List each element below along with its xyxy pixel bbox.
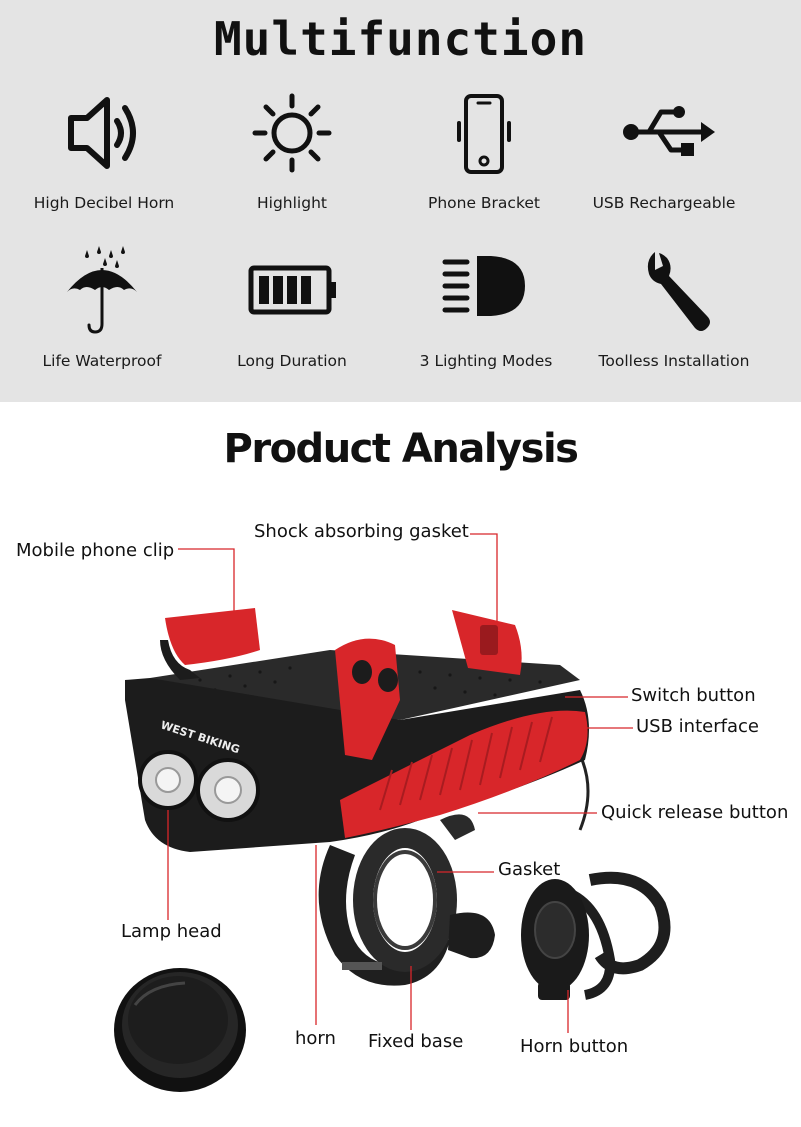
feature-label: 3 Lighting Modes <box>419 352 553 370</box>
callout-usb-interface: USB interface <box>636 716 759 737</box>
callout-mobile-phone-clip: Mobile phone clip <box>16 540 175 561</box>
callout-shock-absorbing-gasket: Shock absorbing gasket <box>254 521 469 542</box>
feature-toolless-installation: Toolless Installation <box>574 244 774 370</box>
feature-label: Phone Bracket <box>427 194 540 212</box>
horn-button-illustration <box>521 754 671 1000</box>
feature-life-waterproof: Life Waterproof <box>2 244 202 370</box>
feature-high-decibel-horn: High Decibel Horn <box>4 88 204 212</box>
feature-phone-bracket: Phone Bracket <box>384 88 584 212</box>
callout-lamp-head: Lamp head <box>121 921 222 942</box>
multifunction-title: Multifunction <box>213 12 588 66</box>
speaker-icon <box>68 97 136 169</box>
horn-disc-illustration <box>114 968 246 1092</box>
feature-3-lighting-modes: 3 Lighting Modes <box>386 244 586 370</box>
callout-fixed-base: Fixed base <box>368 1031 464 1052</box>
phone-icon <box>457 94 511 174</box>
callout-lines <box>167 533 633 1033</box>
feature-long-duration: Long Duration <box>192 244 392 370</box>
feature-label: Long Duration <box>237 352 347 370</box>
umbrella-icon <box>67 246 137 334</box>
callout-switch-button: Switch button <box>631 685 756 706</box>
headlight-icon <box>442 256 525 316</box>
wrench-icon <box>647 252 710 331</box>
fixed-base-illustration <box>318 814 495 986</box>
feature-label: Toolless Installation <box>598 352 750 370</box>
feature-highlight: Highlight <box>192 88 392 212</box>
callout-horn: horn <box>295 1028 336 1049</box>
feature-label: Highlight <box>257 194 327 212</box>
callout-horn-button: Horn button <box>520 1036 629 1057</box>
sun-icon <box>252 93 332 173</box>
product-analysis-title: Product Analysis <box>223 426 579 472</box>
usb-icon <box>623 106 715 156</box>
multifunction-panel: Multifunction High Decibel Horn Highligh… <box>0 0 801 402</box>
callout-gasket: Gasket <box>498 859 561 880</box>
feature-label: Life Waterproof <box>42 352 162 370</box>
feature-label: High Decibel Horn <box>33 194 175 212</box>
battery-icon <box>248 265 336 315</box>
callout-quick-release-button: Quick release button <box>601 802 789 823</box>
feature-usb-rechargeable: USB Rechargeable <box>564 88 764 212</box>
feature-label: USB Rechargeable <box>592 194 736 212</box>
bike-light-body-illustration: WEST BIKING <box>125 608 589 852</box>
